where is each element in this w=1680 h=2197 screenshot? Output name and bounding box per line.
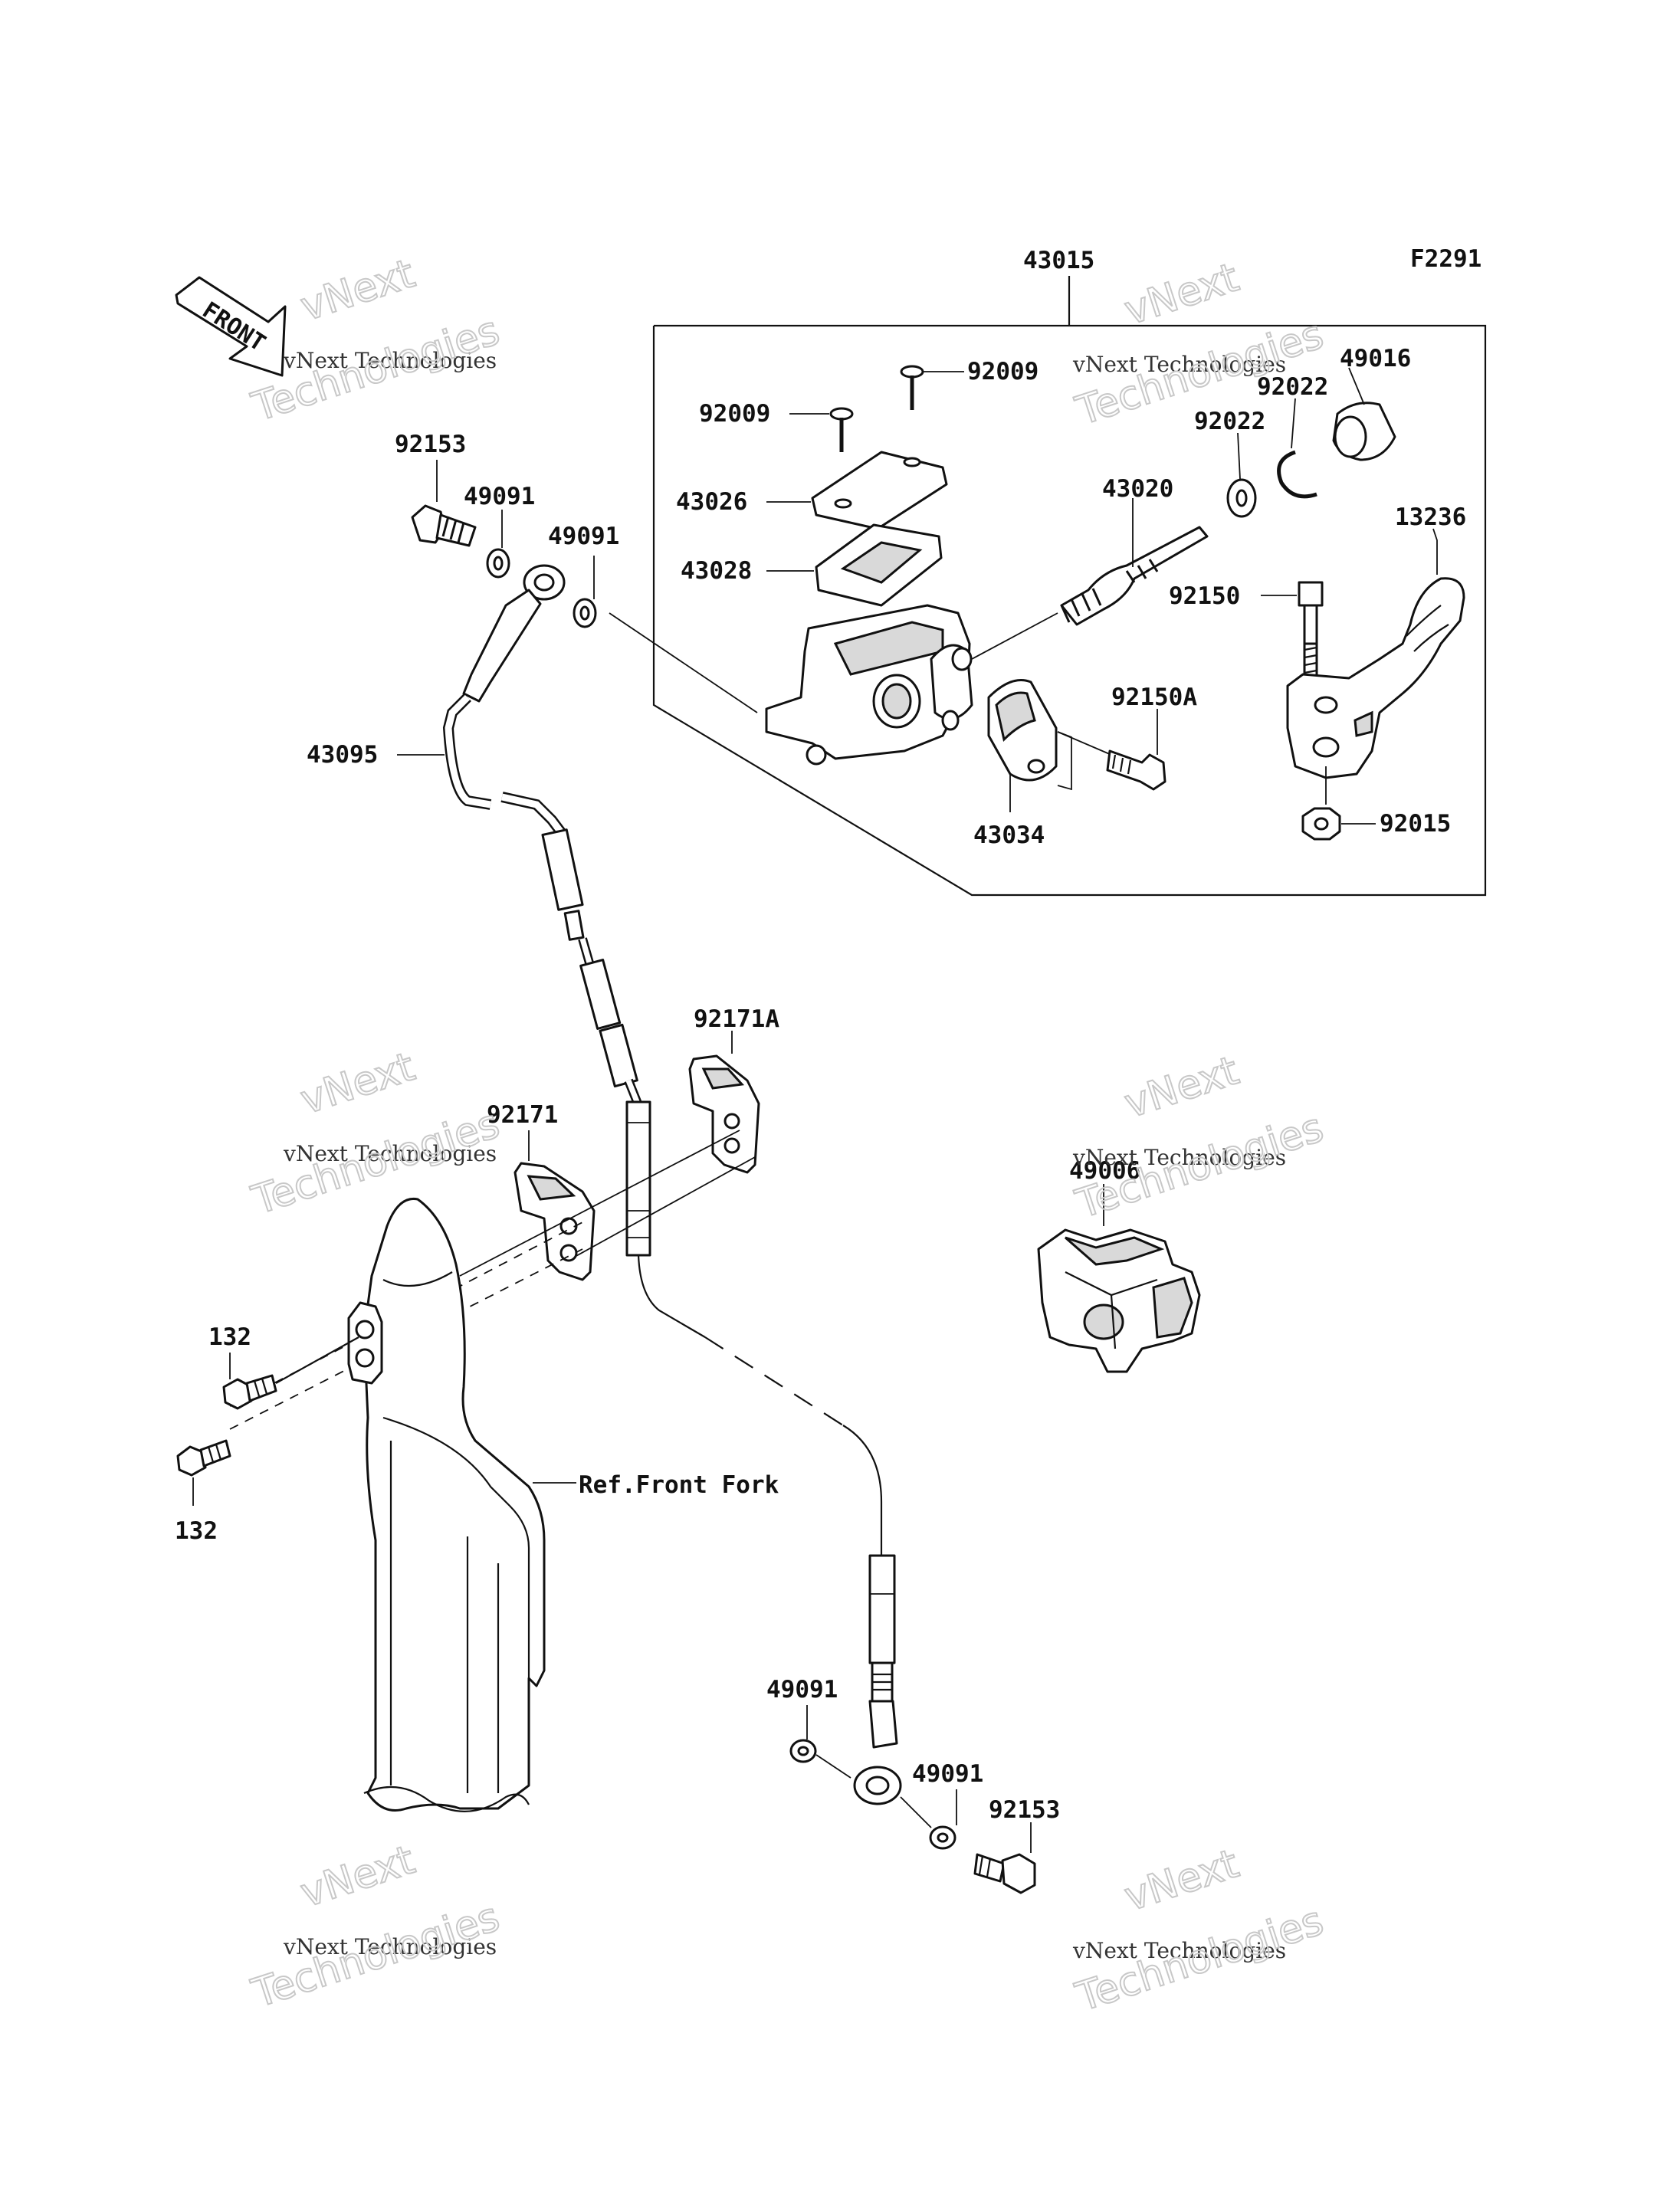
label-43028: 43028 <box>681 557 752 585</box>
svg-text:vNext: vNext <box>1119 1841 1244 1920</box>
ref-front-fork-label: Ref.Front Fork <box>579 1471 779 1499</box>
part-49016-boot: 49016 <box>1332 345 1411 461</box>
part-49006-guard: 49006 <box>1037 1157 1201 1373</box>
part-49091-washer-top-a: 49091 <box>464 483 535 579</box>
label-92009-a: 92009 <box>967 358 1039 385</box>
label-92150: 92150 <box>1169 582 1240 610</box>
part-13236-lever: 13236 <box>1286 503 1466 779</box>
part-92009-screw-b: 92009 <box>699 400 854 452</box>
part-92015-nut: 92015 <box>1301 766 1451 841</box>
svg-text:vNext: vNext <box>1119 1048 1244 1127</box>
svg-text:vNext: vNext <box>295 1044 420 1123</box>
label-49091-b: 49091 <box>548 523 619 550</box>
svg-text:vNext Technologies: vNext Technologies <box>1072 352 1286 377</box>
part-49091-washer-bottom-a: 49091 <box>766 1676 851 1779</box>
part-92171-bracket: 92171 <box>487 1101 596 1281</box>
label-92171A: 92171A <box>694 1005 779 1033</box>
label-92153-b: 92153 <box>989 1796 1060 1824</box>
part-92171A-bracket: 92171A <box>688 1005 779 1174</box>
label-49091-a: 49091 <box>464 483 535 510</box>
label-92009-b: 92009 <box>699 400 770 428</box>
part-49091-washer-top-b: 49091 <box>548 523 619 628</box>
part-132-bolt-b: 132 <box>175 1439 231 1545</box>
label-43020: 43020 <box>1102 475 1173 503</box>
svg-text:vNext Technologies: vNext Technologies <box>1072 1938 1286 1963</box>
svg-text:vNext: vNext <box>295 1837 420 1917</box>
label-43015: 43015 <box>1023 247 1094 274</box>
svg-text:vNext: vNext <box>295 251 420 330</box>
label-92022-a: 92022 <box>1257 373 1328 401</box>
label-49006: 49006 <box>1069 1157 1140 1185</box>
label-43034: 43034 <box>973 821 1045 849</box>
svg-text:vNext Technologies: vNext Technologies <box>283 348 497 373</box>
figure-id: F2291 <box>1410 245 1481 273</box>
part-43026-cap: 43026 <box>676 451 948 530</box>
master-cylinder-assembly-box: 43015 <box>652 247 1487 897</box>
part-92022-washer: 92022 <box>1194 408 1265 518</box>
front-fork: Ref.Front Fork <box>347 1197 779 1812</box>
label-92153-a: 92153 <box>395 431 466 458</box>
front-arrow-icon: FRONT <box>175 276 287 377</box>
svg-text:vNext Technologies: vNext Technologies <box>1072 1145 1286 1170</box>
svg-text:vNext Technologies: vNext Technologies <box>283 1141 497 1166</box>
label-132-a: 132 <box>208 1323 251 1351</box>
part-132-bolt-a: 132 <box>208 1323 359 1410</box>
label-92150A: 92150A <box>1111 684 1197 711</box>
part-92022-snap-ring: 92022 <box>1257 373 1328 499</box>
label-49016: 49016 <box>1340 345 1411 372</box>
part-43020-piston: 43020 <box>971 475 1209 660</box>
part-master-cylinder-body <box>765 604 973 766</box>
part-92150-bolt: 92150 <box>1169 581 1324 680</box>
label-43095: 43095 <box>307 741 378 769</box>
part-43095-brake-hose: 43095 <box>307 564 902 1805</box>
svg-text:vNext Technologies: vNext Technologies <box>283 1934 497 1959</box>
label-92015: 92015 <box>1380 810 1451 838</box>
part-43028-diaphragm: 43028 <box>681 523 943 607</box>
label-92022-b: 92022 <box>1194 408 1265 435</box>
part-92009-screw-a: 92009 <box>900 358 1039 410</box>
label-49091-c: 49091 <box>766 1676 838 1703</box>
label-13236: 13236 <box>1395 503 1466 531</box>
part-92153-banjo-bolt-top: 92153 <box>395 431 477 547</box>
part-49091-washer-bottom-b: 49091 <box>900 1760 983 1850</box>
label-132-b: 132 <box>175 1517 218 1545</box>
label-43026: 43026 <box>676 488 747 516</box>
label-92171: 92171 <box>487 1101 558 1129</box>
part-43034-clamp: 43034 <box>973 679 1112 849</box>
part-92150A-bolt: 92150A <box>1106 684 1197 791</box>
part-92153-banjo-bolt-bottom: 92153 <box>973 1796 1060 1894</box>
label-49091-d: 49091 <box>912 1760 983 1788</box>
svg-text:vNext: vNext <box>1119 254 1244 334</box>
